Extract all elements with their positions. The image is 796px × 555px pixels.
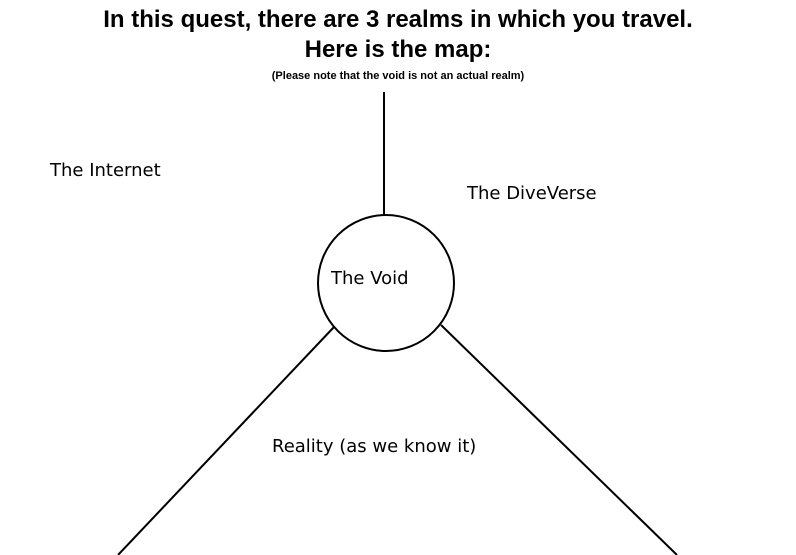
- right-divider-line: [440, 324, 678, 555]
- realm-internet-label: The Internet: [50, 160, 161, 181]
- left-divider-line: [117, 326, 335, 555]
- title-line-1: In this quest, there are 3 realms in whi…: [103, 6, 693, 33]
- title-line-2: Here is the map:: [304, 36, 492, 63]
- void-circle: [317, 214, 455, 352]
- realm-reality-label: Reality (as we know it): [272, 436, 477, 457]
- void-label: The Void: [331, 268, 409, 289]
- realm-diveverse-label: The DiveVerse: [467, 183, 597, 204]
- void-note: (Please note that the void is not an act…: [271, 70, 525, 82]
